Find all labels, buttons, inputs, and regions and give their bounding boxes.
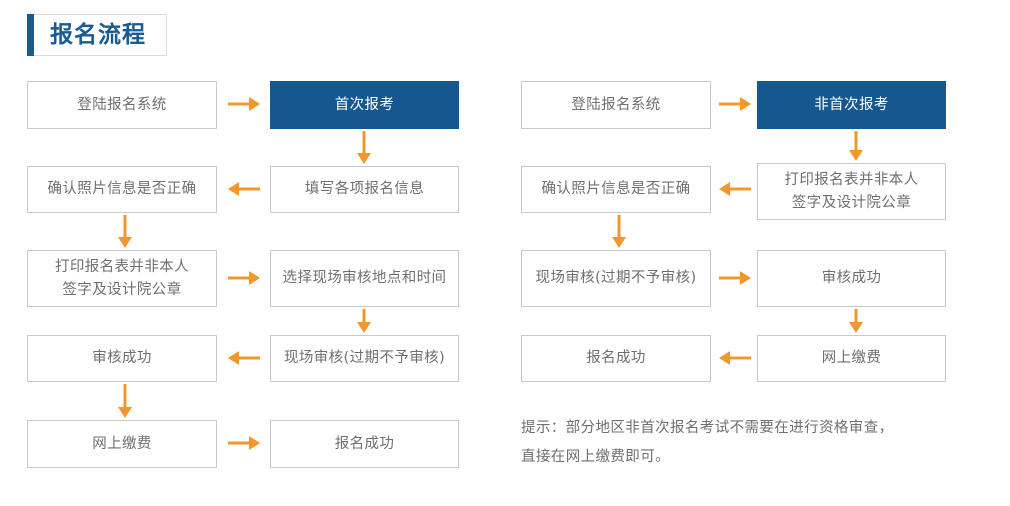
arrow-down-icon: [357, 131, 371, 164]
arrow-right-icon: [228, 436, 260, 450]
title-accent-bar: [27, 14, 34, 56]
flow-node-l-r1c2[interactable]: 首次报考: [270, 81, 459, 129]
flow-node-label: 选择现场审核地点和时间: [282, 270, 447, 287]
arrow-down-icon: [849, 309, 863, 333]
flow-node-label: 报名成功: [586, 350, 646, 367]
flow-node-l-r4c2[interactable]: 现场审核(过期不予审核): [270, 335, 459, 382]
flow-node-l-r5c2[interactable]: 报名成功: [270, 420, 459, 468]
flow-node-label: 打印报名表并非本人 签字及设计院公章: [784, 172, 919, 211]
arrow-left-icon: [228, 182, 260, 196]
flow-node-l-r3c2[interactable]: 选择现场审核地点和时间: [270, 250, 459, 307]
flow-node-r-r4c1[interactable]: 报名成功: [521, 335, 711, 382]
arrow-right-icon: [719, 271, 751, 285]
page-title-box: 报名流程: [27, 14, 167, 56]
flow-node-label: 登陆报名系统: [571, 96, 661, 113]
flow-node-label: 登陆报名系统: [77, 96, 167, 113]
flow-node-label: 网上缴费: [92, 435, 152, 452]
arrow-down-icon: [849, 131, 863, 161]
note-text: 提示：部分地区非首次报名考试不需要在进行资格审查， 直接在网上缴费即可。: [521, 420, 894, 465]
flow-node-r-r1c1[interactable]: 登陆报名系统: [521, 81, 711, 129]
arrow-right-icon: [719, 97, 751, 111]
flow-node-r-r2c1[interactable]: 确认照片信息是否正确: [521, 166, 711, 213]
page-title: 报名流程: [50, 21, 146, 48]
arrow-down-icon: [612, 215, 626, 248]
flow-node-label: 审核成功: [92, 350, 152, 367]
flow-node-label: 审核成功: [821, 270, 882, 287]
flow-node-r-r3c2[interactable]: 审核成功: [757, 250, 946, 307]
flow-node-label: 网上缴费: [821, 350, 882, 367]
flow-node-r-r1c2[interactable]: 非首次报考: [757, 81, 946, 129]
flow-node-r-r2c2[interactable]: 打印报名表并非本人 签字及设计院公章: [757, 163, 946, 220]
flow-node-label: 首次报考: [334, 96, 395, 113]
flow-node-label: 现场审核(过期不予审核): [283, 350, 446, 367]
flow-node-label: 现场审核(过期不予审核): [535, 270, 697, 287]
flow-node-label: 报名成功: [334, 435, 395, 452]
arrow-down-icon: [357, 309, 371, 333]
flow-node-l-r4c1[interactable]: 审核成功: [27, 335, 217, 382]
flow-node-label: 确认照片信息是否正确: [47, 181, 197, 198]
flow-node-l-r5c1[interactable]: 网上缴费: [27, 420, 217, 468]
flow-node-l-r2c1[interactable]: 确认照片信息是否正确: [27, 166, 217, 213]
flow-node-r-r3c1[interactable]: 现场审核(过期不予审核): [521, 250, 711, 307]
arrow-right-icon: [228, 97, 260, 111]
flow-node-l-r2c2[interactable]: 填写各项报名信息: [270, 166, 459, 213]
flow-node-label: 非首次报考: [814, 96, 889, 113]
flow-node-label: 打印报名表并非本人 签字及设计院公章: [54, 259, 190, 298]
arrow-down-icon: [118, 384, 132, 418]
arrow-down-icon: [118, 215, 132, 248]
arrow-left-icon: [228, 351, 260, 365]
arrow-left-icon: [719, 351, 751, 365]
flow-node-r-r4c2[interactable]: 网上缴费: [757, 335, 946, 382]
arrow-right-icon: [228, 271, 260, 285]
flow-node-l-r3c1[interactable]: 打印报名表并非本人 签字及设计院公章: [27, 250, 217, 307]
flow-node-label: 确认照片信息是否正确: [541, 181, 691, 198]
flow-node-label: 填写各项报名信息: [304, 181, 425, 198]
flow-node-l-r1c1[interactable]: 登陆报名系统: [27, 81, 217, 129]
arrow-left-icon: [719, 182, 751, 196]
